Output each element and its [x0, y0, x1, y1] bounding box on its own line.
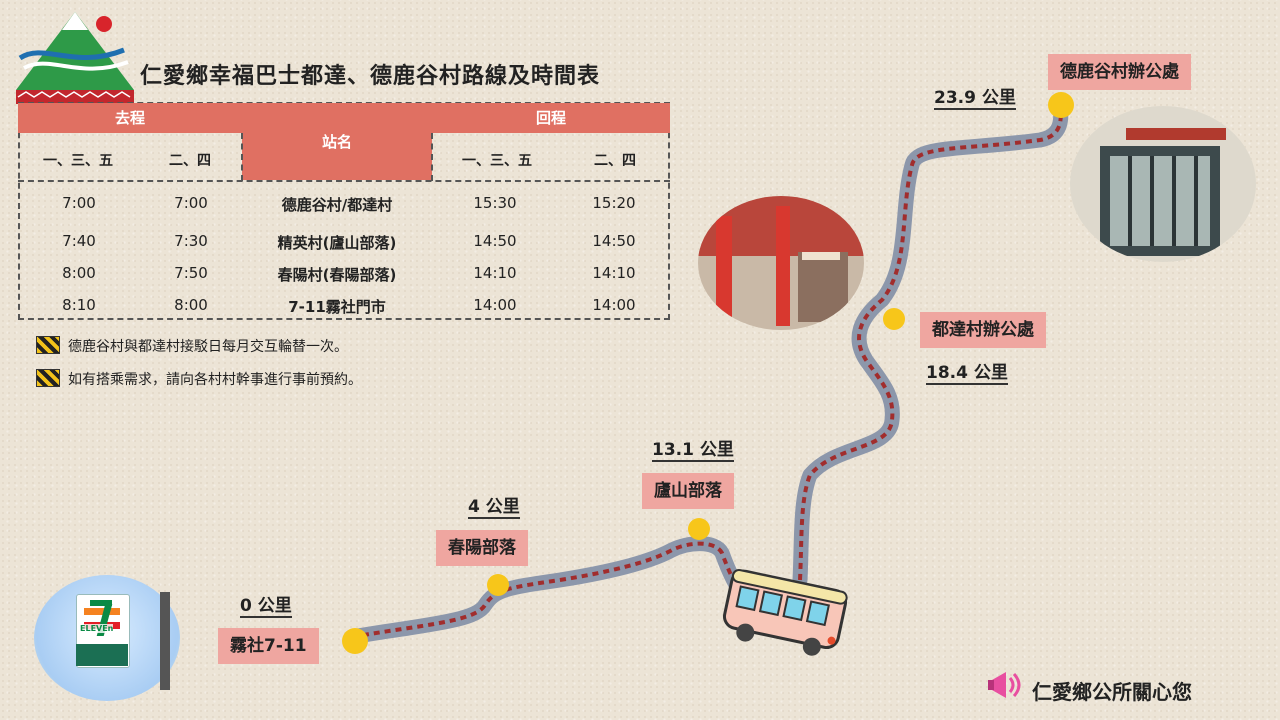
table-row-1-ret-b: 14:50: [592, 232, 636, 250]
stop-marker: [1048, 92, 1074, 118]
table-row-3-station: 7-11霧社門市: [288, 298, 386, 316]
township-logo: [16, 12, 134, 104]
table-row-3-out-b: 8:00: [174, 296, 208, 314]
stop-0-distance: 0 公里: [240, 596, 292, 618]
table-row-0-out-b: 7:00: [174, 194, 208, 212]
station-header: 站名: [242, 103, 432, 180]
days-mwf-out: 一、三、五: [43, 153, 113, 169]
stop-0-name: 霧社7-11: [218, 628, 319, 664]
table-row-3-ret-a: 14:00: [473, 296, 517, 314]
table-row-2-out-b: 7:50: [174, 264, 208, 282]
days-tt-ret: 二、四: [594, 153, 636, 169]
stop-2-distance: 13.1 公里: [652, 440, 734, 462]
table-row-3-out-a: 8:10: [62, 296, 96, 314]
stop-marker: [487, 574, 509, 596]
note-reservation: 如有搭乘需求，請向各村村幹事進行事前預約。: [68, 372, 362, 388]
outbound-header: 去程: [18, 103, 242, 133]
megaphone-icon: [988, 672, 1021, 698]
table-row-0-out-a: 7:00: [62, 194, 96, 212]
dudacun-office-photo: [698, 196, 864, 330]
table-row-3-ret-b: 14:00: [592, 296, 636, 314]
stop-1-name: 春陽部落: [436, 530, 528, 566]
header-underline: [18, 180, 670, 182]
roadwork-sign-icon: [36, 336, 60, 354]
table-row-2-ret-a: 14:10: [473, 264, 517, 282]
stop-marker: [688, 518, 710, 540]
note-rotation: 德鹿谷村與都達村接駁日每月交互輪替一次。: [68, 339, 348, 355]
stop-marker: [342, 628, 368, 654]
store-sign-lower: [76, 644, 128, 666]
table-row-1-ret-a: 14:50: [473, 232, 517, 250]
stop-2-name: 廬山部落: [642, 473, 734, 509]
roadwork-sign-icon: [36, 369, 60, 387]
stop-marker: [883, 308, 905, 330]
stop-3-distance: 18.4 公里: [926, 363, 1008, 385]
table-row-1-station: 精英村(廬山部落): [277, 234, 397, 252]
days-mwf-ret: 一、三、五: [462, 153, 532, 169]
footer-message: 仁愛鄉公所關心您: [1032, 680, 1192, 704]
table-row-1-out-b: 7:30: [174, 232, 208, 250]
delugu-office-photo: [1070, 106, 1256, 262]
table-row-2-station: 春陽村(春陽部落): [277, 266, 397, 284]
stop-1-distance: 4 公里: [468, 497, 520, 519]
table-row-0-ret-b: 15:20: [592, 194, 636, 212]
return-header: 回程: [432, 103, 670, 133]
route-line-dash: [351, 102, 1063, 639]
table-row-2-ret-b: 14:10: [592, 264, 636, 282]
table-row-1-out-a: 7:40: [62, 232, 96, 250]
page-title: 仁愛鄉幸福巴士都達、德鹿谷村路線及時間表: [140, 64, 601, 89]
divider-left: [241, 133, 243, 181]
table-row-2-out-a: 8:00: [62, 264, 96, 282]
stop-4-distance: 23.9 公里: [934, 88, 1016, 110]
divider-right: [431, 133, 433, 181]
table-row-0-station: 德鹿谷村/都達村: [281, 196, 393, 214]
days-tt-out: 二、四: [169, 153, 211, 169]
table-row-0-ret-a: 15:30: [473, 194, 517, 212]
stop-4-name: 德鹿谷村辦公處: [1048, 54, 1191, 90]
stop-3-name: 都達村辦公處: [920, 312, 1046, 348]
sign-pole: [160, 592, 170, 690]
store-sign-text: ELEVEn: [80, 624, 114, 633]
bus-icon: [722, 569, 848, 656]
